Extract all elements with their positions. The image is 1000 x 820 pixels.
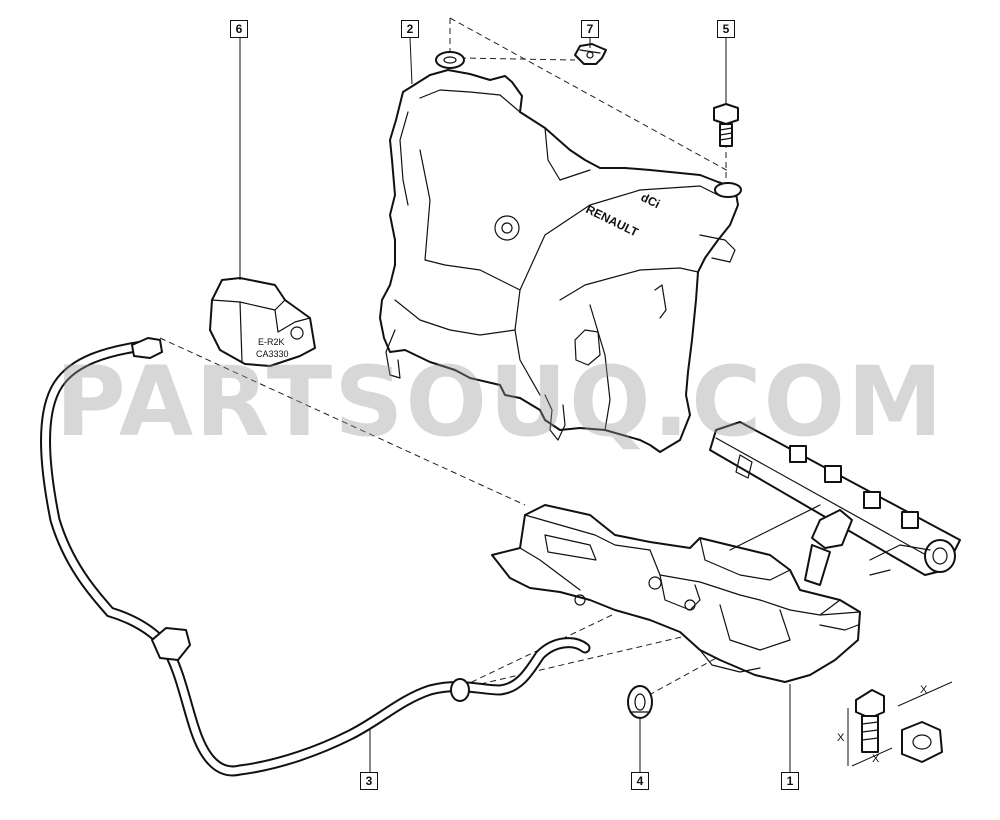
callout-4[interactable]: 4 <box>631 772 649 790</box>
bolt-part-5 <box>713 103 739 147</box>
callout-6[interactable]: 6 <box>230 20 248 38</box>
torque-detail: X X X <box>837 681 953 767</box>
callout-7[interactable]: 7 <box>581 20 599 38</box>
engine-cover: RENAULT dCi <box>379 51 742 453</box>
dimension-mark-3: X <box>920 684 928 696</box>
hose-part-3 <box>40 337 591 777</box>
fuel-rail <box>709 421 961 586</box>
tray-part-1 <box>491 504 861 683</box>
bracket-part-6: E-R2K CA3330 <box>209 277 316 367</box>
grommet-part-4 <box>627 685 653 719</box>
callout-3[interactable]: 3 <box>360 772 378 790</box>
bracket-code-1: E-R2K <box>258 337 285 347</box>
callout-5[interactable]: 5 <box>717 20 735 38</box>
callout-2[interactable]: 2 <box>401 20 419 38</box>
callout-leaders <box>239 37 791 772</box>
bracket-code-2: CA3330 <box>256 349 289 359</box>
cap-part-7 <box>574 43 607 65</box>
callout-1[interactable]: 1 <box>781 772 799 790</box>
dimension-mark-1: X <box>837 732 845 744</box>
dimension-mark-2: X <box>872 753 880 765</box>
